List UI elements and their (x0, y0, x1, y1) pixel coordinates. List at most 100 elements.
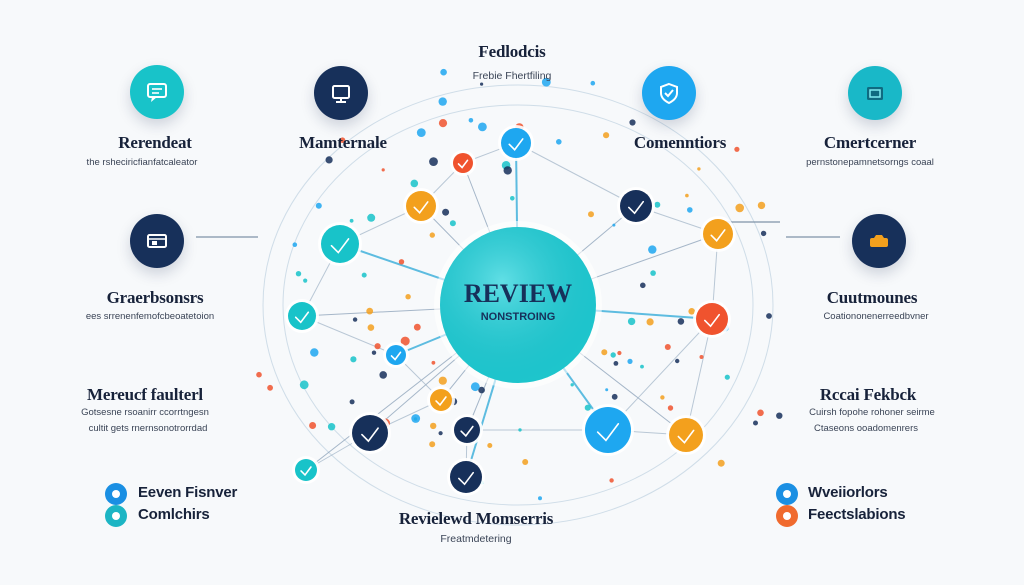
left-mid-title: Graerbsonsrs (106, 288, 204, 307)
scatter-dot (400, 336, 410, 346)
page-subtitle: Frebie Fhertfiling (472, 70, 552, 82)
scatter-dot (640, 364, 644, 369)
chat-bubble-icon (130, 65, 184, 119)
right-mid-title: Cuutmounes (826, 288, 918, 307)
scatter-dot (757, 409, 764, 417)
pin-icon (451, 414, 483, 446)
scatter-dot (431, 360, 436, 365)
scatter-dot (522, 459, 529, 465)
scatter-dot (349, 218, 354, 223)
heart-icon (349, 412, 391, 454)
right-low-desc-2: Ctaseons ooadomenrers (813, 423, 919, 434)
scatter-dot (295, 271, 302, 277)
scatter-dot (449, 220, 456, 227)
scatter-dot (753, 420, 758, 426)
ring-1 (262, 84, 774, 526)
scatter-dot (685, 193, 689, 198)
scatter-dot (325, 156, 333, 164)
legend-left-marker-2 (105, 505, 127, 527)
scatter-dot (611, 393, 618, 400)
people-icon (582, 404, 634, 456)
scatter-dot (677, 318, 685, 325)
scatter-dot (327, 423, 336, 431)
background-rings (262, 84, 774, 526)
scatter-dot (398, 259, 405, 265)
legend-right-label-2: Feectslabions (808, 506, 906, 523)
center-title: REVIEW (464, 279, 572, 308)
scatter-dot (299, 380, 309, 390)
scatter-dot (256, 371, 262, 378)
scatter-dot (416, 128, 426, 138)
legend-right-label-1: Wveiiorlors (808, 484, 888, 501)
scatter-dot (650, 270, 656, 276)
scatter-dot (367, 324, 375, 331)
page-title: Fedlodcis (478, 42, 546, 61)
legend-left-label-2: Comlchirs (138, 506, 210, 523)
scatter-dot (405, 294, 411, 300)
right-low-desc-1: Cuirsh fopohe rohoner seirme (809, 407, 935, 418)
scatter-dot (413, 323, 421, 331)
left-low-title: Mereucf faulterl (87, 385, 203, 404)
scatter-dot (361, 272, 367, 278)
scatter-dot (379, 371, 388, 379)
scatter-dot (429, 157, 438, 167)
ring-2 (282, 104, 754, 506)
doc-icon (693, 300, 731, 338)
search-icon (447, 458, 485, 496)
left-top-desc: the rsheciricfianfatcaleator (86, 157, 198, 168)
scatter-dot (627, 358, 633, 364)
legend-right-marker-2 (776, 505, 798, 527)
cart-icon (427, 386, 455, 414)
scatter-dot (310, 348, 319, 357)
scatter-dot (556, 139, 562, 145)
scatter-dot (603, 132, 610, 139)
scatter-dot (478, 122, 487, 132)
scatter-dot (612, 223, 616, 227)
right-low-title: Rccai Fekbck (819, 385, 917, 404)
star-icon (666, 415, 706, 455)
scatter-dot (309, 422, 317, 429)
scatter-dot (660, 395, 665, 400)
scatter-dot (487, 443, 493, 448)
shield-icon (642, 66, 696, 120)
scatter-dot (584, 404, 591, 411)
center-hub: REVIEW NONSTROING (434, 221, 602, 389)
bell-icon (450, 150, 476, 176)
scatter-dot (588, 211, 594, 218)
scatter-dot (687, 207, 693, 213)
scatter-dot (411, 414, 421, 423)
right-top-title: Cmertcerner (823, 133, 917, 152)
scatter-dot (367, 213, 376, 222)
scatter-dot (303, 278, 308, 283)
scatter-dot (438, 431, 443, 436)
mid-left-top-title: Mamternale (299, 133, 387, 152)
scatter-dot (613, 361, 619, 366)
scatter-dot (442, 208, 450, 216)
scatter-dot (510, 196, 515, 201)
person-icon (318, 222, 362, 266)
scatter-dot (699, 355, 704, 359)
center-subtitle: NONSTROING (481, 311, 556, 323)
scatter-dot (648, 245, 657, 254)
scatter-dot (617, 350, 622, 356)
scatter-dot (627, 317, 636, 326)
folder-icon (848, 66, 902, 120)
scatter-dot (570, 383, 574, 387)
legend-left-label-1: Eeven Fisnver (138, 484, 238, 501)
scatter-dot (776, 412, 783, 419)
scatter-dot (735, 203, 744, 213)
scatter-dot (503, 166, 512, 175)
right-mid-top-title: Comenntiors (633, 133, 727, 152)
tag-icon (403, 188, 439, 224)
scatter-dot (292, 242, 298, 247)
scatter-dot (468, 118, 474, 123)
scatter-dot (610, 352, 616, 358)
scatter-dot (438, 97, 447, 106)
scatter-dot (590, 80, 596, 86)
bottom-title: Revielewd Momserris (398, 509, 554, 528)
left-low-desc-2: cultit gets rnernsonotrorrdad (88, 423, 208, 434)
scatter-dot (724, 374, 730, 380)
scatter-dot (734, 146, 740, 152)
left-low-desc-1: Gotsesne rsoanirr ccorrtngesn (81, 407, 209, 418)
scatter-dot (371, 350, 377, 355)
